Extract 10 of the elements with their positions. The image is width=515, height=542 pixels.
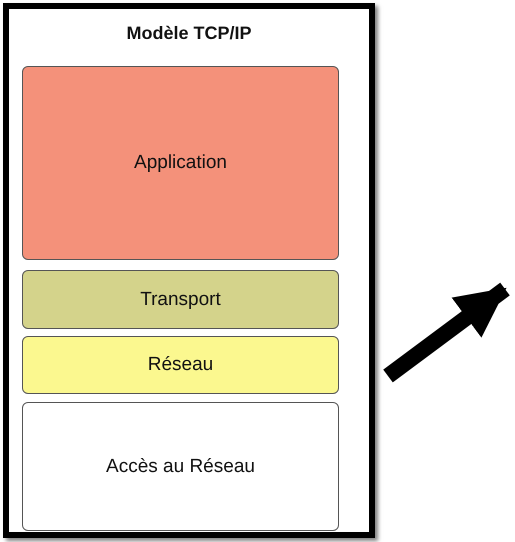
layer-label: Réseau	[148, 354, 214, 376]
layer-label: Application	[134, 152, 227, 174]
frame-title: Modèle TCP/IP	[125, 23, 252, 44]
layer-box	[22, 336, 339, 394]
layer-box	[22, 270, 339, 329]
layer-label: Accès au Réseau	[106, 456, 255, 478]
layer-box	[22, 66, 339, 260]
model-frame	[3, 3, 375, 538]
layer-label: Transport	[140, 288, 221, 310]
layer-box	[22, 402, 339, 531]
